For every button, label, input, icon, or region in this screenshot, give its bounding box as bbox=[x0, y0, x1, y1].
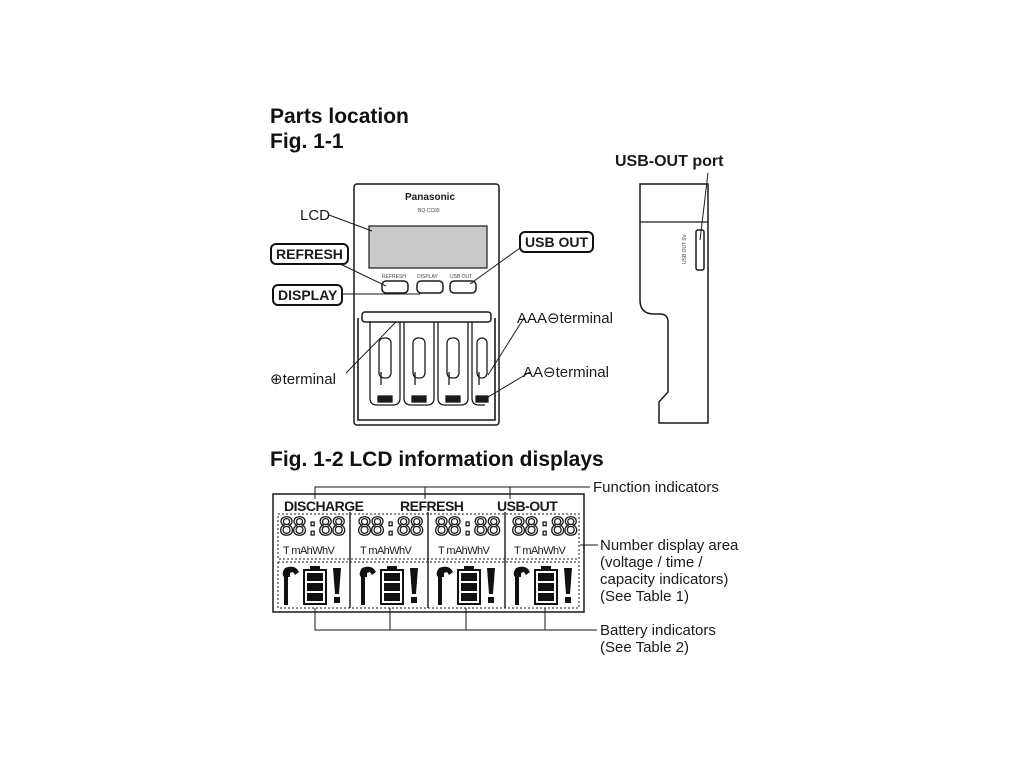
wrench-icon bbox=[359, 566, 376, 605]
refresh-callout: REFRESH bbox=[270, 243, 349, 265]
fig-1-1-heading: Fig. 1-1 bbox=[270, 130, 344, 153]
model-label: BQ-CC65 bbox=[418, 208, 440, 214]
battery-slots bbox=[369, 322, 489, 406]
refresh-indicator: REFRESH bbox=[400, 498, 464, 514]
refresh-button-text: REFRESH bbox=[382, 274, 406, 280]
usb-out-callout: USB OUT bbox=[519, 231, 594, 253]
battery-level-segment bbox=[384, 583, 400, 591]
battery-indicators-line-1: Battery indicators bbox=[600, 622, 716, 639]
battery-level-segment bbox=[538, 573, 554, 581]
slot-2-units: T mAhWhV bbox=[360, 545, 412, 557]
function-indicators-label: Function indicators bbox=[593, 479, 719, 496]
battery-cap bbox=[310, 566, 320, 570]
wrench-icon bbox=[436, 566, 453, 605]
battery-area-outline bbox=[277, 561, 580, 609]
lcd-callout: LCD bbox=[300, 207, 331, 224]
lcd-panel-frame bbox=[272, 493, 585, 613]
exclamation-dot bbox=[334, 597, 340, 603]
battery-cap bbox=[464, 566, 474, 570]
slot-3-units: T mAhWhV bbox=[438, 545, 490, 557]
aa-terminal-callout: AA⊖terminal bbox=[523, 364, 609, 381]
battery-level-segment bbox=[538, 583, 554, 591]
bay-lid bbox=[361, 311, 492, 323]
brand-logo: Panasonic bbox=[405, 192, 456, 203]
exclamation-icon bbox=[410, 568, 418, 594]
lcd-screen bbox=[368, 225, 488, 269]
slot-1-digits: 88:88 bbox=[278, 511, 347, 541]
slot-3-digits: 88:88 bbox=[433, 511, 502, 541]
wrench-icon bbox=[282, 566, 299, 605]
usb-out-button-shape bbox=[449, 280, 477, 294]
slot-4-digits: 88:88 bbox=[510, 511, 579, 541]
fig-1-2-heading: Fig. 1-2 LCD information displays bbox=[270, 448, 604, 471]
battery-cap bbox=[387, 566, 397, 570]
battery-indicators-line-2: (See Table 2) bbox=[600, 639, 689, 656]
battery-level-segment bbox=[384, 593, 400, 601]
battery-cap bbox=[541, 566, 551, 570]
slot-2-digits: 88:88 bbox=[356, 511, 425, 541]
display-button-shape bbox=[416, 280, 444, 294]
charger-side-view bbox=[639, 183, 709, 424]
side-body bbox=[639, 183, 709, 424]
leader-lines-fig-1-1 bbox=[328, 172, 709, 401]
exclamation-dot bbox=[565, 597, 571, 603]
slot-4-units: T mAhWhV bbox=[514, 545, 566, 557]
battery-level-segment bbox=[307, 573, 323, 581]
lcd-panel bbox=[272, 493, 585, 613]
battery-level-segment bbox=[461, 573, 477, 581]
display-callout: DISPLAY bbox=[272, 284, 344, 306]
usb-out-port-callout: USB-OUT port bbox=[615, 153, 724, 170]
parts-location-heading: Parts location bbox=[270, 105, 409, 128]
annotation-brackets bbox=[314, 486, 598, 631]
number-display-line-4: (See Table 1) bbox=[600, 588, 689, 605]
number-display-line-3: capacity indicators) bbox=[600, 571, 729, 588]
exclamation-dot bbox=[411, 597, 417, 603]
exclamation-icon bbox=[564, 568, 572, 594]
battery-level-segment bbox=[384, 573, 400, 581]
exclamation-dot bbox=[488, 597, 494, 603]
battery-indicators-label: Battery indicators (See Table 2) bbox=[600, 622, 716, 656]
usb-out-port-shape bbox=[695, 229, 705, 271]
number-display-line-1: Number display area bbox=[600, 537, 739, 554]
charger-body bbox=[353, 183, 500, 426]
slot-1-units: T mAhWhV bbox=[283, 545, 335, 557]
number-area-outline bbox=[277, 513, 580, 560]
refresh-button-shape bbox=[381, 280, 409, 294]
battery-level-segment bbox=[538, 593, 554, 601]
usb-out-button-text: USB OUT bbox=[450, 274, 473, 280]
battery-icon-group bbox=[282, 566, 572, 605]
battery-level-segment bbox=[461, 593, 477, 601]
display-button-text: DISPLAY bbox=[417, 274, 438, 280]
battery-level-segment bbox=[307, 583, 323, 591]
number-display-line-2: (voltage / time / bbox=[600, 554, 703, 571]
charger-front-view bbox=[353, 183, 500, 426]
battery-level-segment bbox=[307, 593, 323, 601]
usb-out-indicator: USB-OUT bbox=[497, 498, 558, 514]
number-display-area-label: Number display area (voltage / time / ca… bbox=[600, 537, 738, 605]
exclamation-icon bbox=[333, 568, 341, 594]
exclamation-icon bbox=[487, 568, 495, 594]
battery-level-segment bbox=[461, 583, 477, 591]
discharge-indicator: DISCHARGE bbox=[284, 498, 364, 514]
plus-terminal-callout: ⊕terminal bbox=[270, 371, 336, 388]
aaa-terminal-callout: AAA⊖terminal bbox=[517, 310, 613, 327]
wrench-icon bbox=[513, 566, 530, 605]
